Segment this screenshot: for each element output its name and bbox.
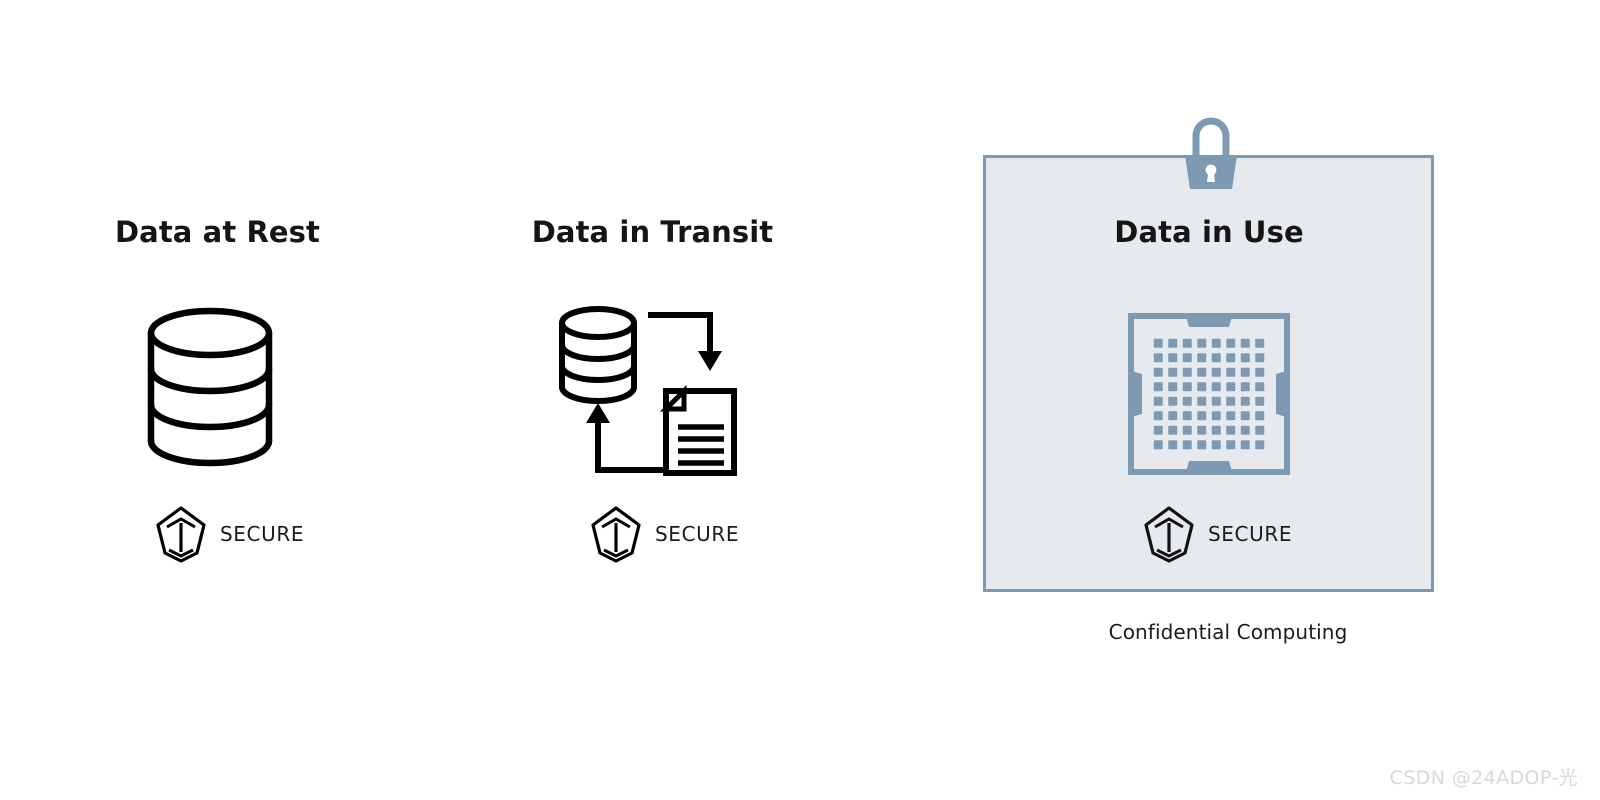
shield-secure-icon [590, 505, 642, 563]
status-badge-secure-use: SECURE [1143, 505, 1292, 563]
padlock-icon [1180, 113, 1242, 189]
column-data-in-transit: Data in Transit [495, 218, 810, 247]
cpu-chip-icon [1125, 310, 1293, 478]
column-data-in-use: Data in Use [983, 218, 1435, 247]
page-title-data-at-rest: Data at Rest [114, 215, 321, 249]
secure-label: SECURE [655, 522, 740, 546]
shield-secure-icon [1143, 505, 1195, 563]
confidential-computing-enclosure [983, 155, 1434, 592]
status-badge-secure-rest: SECURE [155, 505, 304, 563]
column-data-at-rest: Data at Rest [60, 218, 375, 247]
caption-confidential-computing: Confidential Computing [1108, 620, 1348, 644]
secure-label: SECURE [220, 522, 305, 546]
secure-label: SECURE [1208, 522, 1293, 546]
page-title-data-in-use: Data in Use [1114, 215, 1304, 249]
database-to-document-transfer-icon [558, 305, 743, 480]
database-cylinder-icon [145, 307, 275, 467]
page-title-data-in-transit: Data in Transit [531, 215, 774, 249]
watermark-text: CSDN @24ADOP-光 [1389, 767, 1578, 789]
shield-secure-icon [155, 505, 207, 563]
status-badge-secure-transit: SECURE [590, 505, 739, 563]
